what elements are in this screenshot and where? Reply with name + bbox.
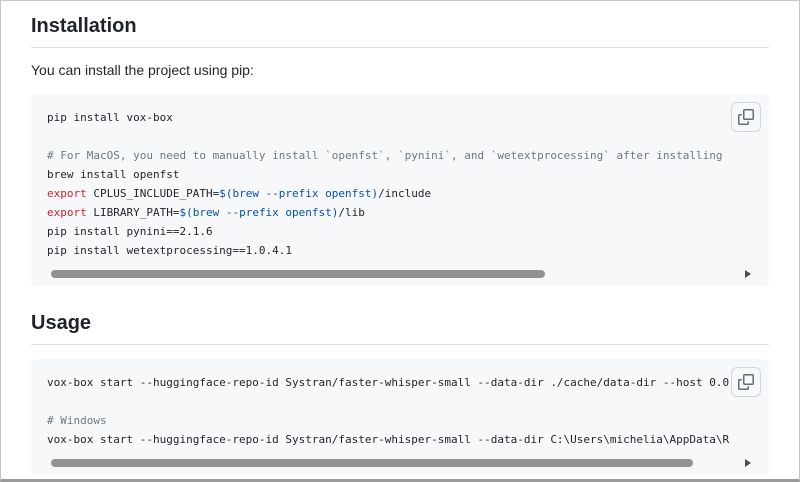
usage-code-block: vox-box start --huggingface-repo-id Syst… bbox=[31, 359, 769, 475]
scroll-right-arrow-icon[interactable] bbox=[745, 270, 751, 278]
copy-button[interactable] bbox=[731, 367, 761, 397]
section-usage: Usage vox-box start --huggingface-repo-i… bbox=[31, 312, 769, 475]
scrollbar-thumb[interactable] bbox=[51, 459, 694, 467]
horizontal-scrollbar[interactable] bbox=[47, 269, 753, 280]
installation-intro-text: You can install the project using pip: bbox=[31, 62, 254, 78]
installation-heading: Installation bbox=[31, 15, 769, 48]
installation-code: pip install vox-box # For MacOS, you nee… bbox=[47, 111, 723, 257]
copy-icon bbox=[738, 374, 754, 390]
usage-heading: Usage bbox=[31, 312, 769, 345]
scrollbar-thumb[interactable] bbox=[51, 270, 546, 278]
copy-icon bbox=[738, 109, 754, 125]
horizontal-scrollbar[interactable] bbox=[47, 458, 753, 469]
usage-code: vox-box start --huggingface-repo-id Syst… bbox=[47, 376, 730, 446]
installation-code-block: pip install vox-box # For MacOS, you nee… bbox=[31, 94, 769, 286]
scroll-right-arrow-icon[interactable] bbox=[745, 459, 751, 467]
copy-button[interactable] bbox=[731, 102, 761, 132]
section-installation: Installation You can install the project… bbox=[31, 15, 769, 286]
